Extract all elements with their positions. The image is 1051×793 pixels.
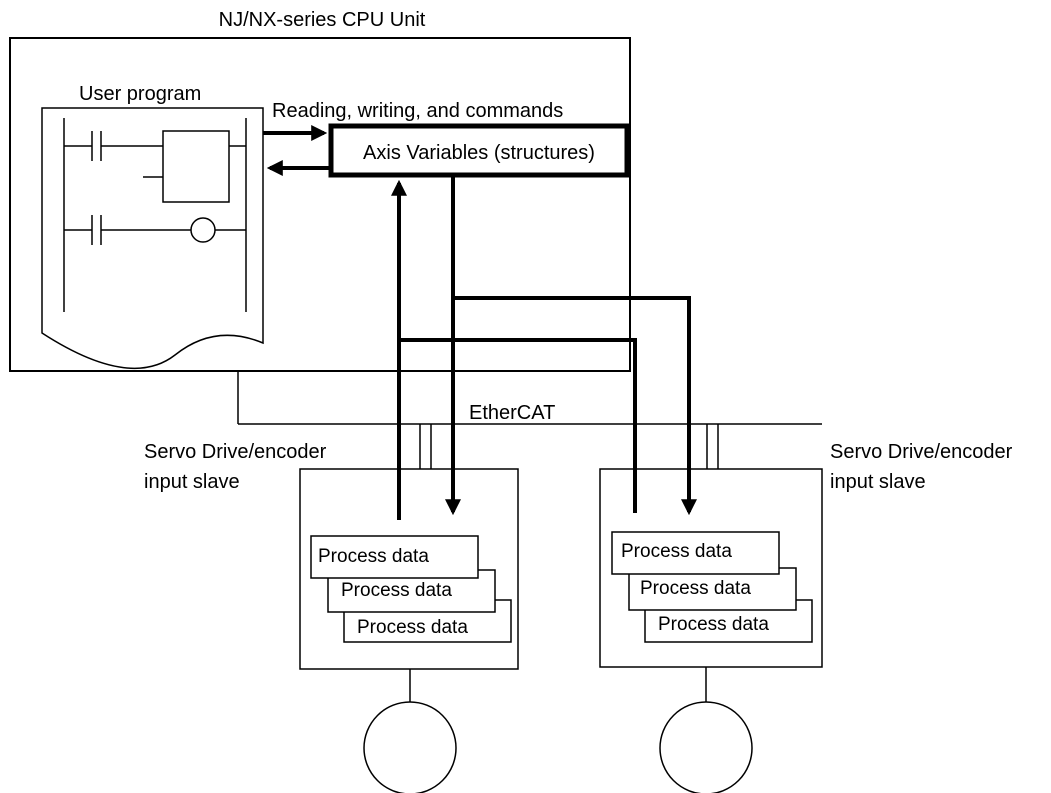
cpu-unit: NJ/NX-series CPU Unit <box>9 9 631 372</box>
feedback-line-2 <box>399 338 637 513</box>
cpu-unit-box <box>9 37 631 372</box>
slave-2-process-data-3: Process data <box>658 614 769 635</box>
user-program-label: User program <box>79 83 201 105</box>
slave-1-process-data-3: Process data <box>357 617 468 638</box>
access-label: Reading, writing, and commands <box>272 100 563 122</box>
cpu-unit-title: NJ/NX-series CPU Unit <box>219 9 426 31</box>
axis-variables-box <box>328 123 630 178</box>
slave-1-motor <box>363 701 457 793</box>
ladder-diagram <box>63 118 247 312</box>
slave-1: Servo Drive/encoder input slave Process … <box>144 441 519 793</box>
data-flow <box>391 177 697 520</box>
slave-1-process-data-1: Process data <box>318 546 429 567</box>
slave-2-process-data-1: Process data <box>621 541 732 562</box>
slave-2-label-line1: Servo Drive/encoder <box>830 441 1013 463</box>
command-arrow-2 <box>453 296 697 516</box>
slave-2-motor <box>659 701 753 793</box>
ethercat-network <box>237 371 822 469</box>
user-program: User program <box>41 83 264 370</box>
slave-1-box <box>299 468 519 670</box>
slave-1-label-line1: Servo Drive/encoder <box>144 441 327 463</box>
user-program-sheet <box>41 107 264 370</box>
slave-1-process-data-2: Process data <box>341 580 452 601</box>
slave-2-box <box>599 468 823 668</box>
ethercat-label: EtherCAT <box>469 402 555 424</box>
slave-2-label-line2: input slave <box>830 471 926 493</box>
slave-2: Servo Drive/encoder input slave Process … <box>599 441 1013 793</box>
slave-2-process-data-2: Process data <box>640 578 751 599</box>
axis-variables-label: Axis Variables (structures) <box>363 142 595 164</box>
slave-1-label-line2: input slave <box>144 471 240 493</box>
axis-variables: Reading, writing, and commands Axis Vari… <box>272 100 630 178</box>
